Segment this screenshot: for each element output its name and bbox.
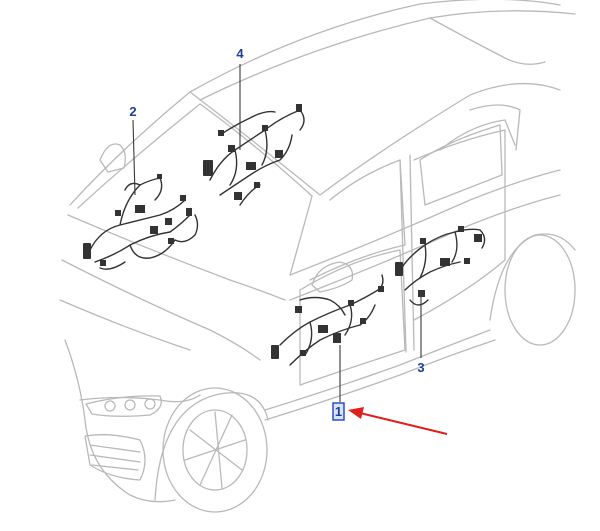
wiring-harness-2-instrument-panel: [89, 177, 199, 270]
leader-lines: [132, 64, 422, 402]
harness-1-connectors: [271, 286, 384, 359]
wiring-harness-3-rear-door: [399, 228, 486, 306]
red-arrow-icon: [348, 407, 448, 435]
harness-2-connectors: [83, 174, 192, 266]
car-body-outline: [59, 0, 576, 513]
callout-4: 4: [236, 46, 244, 61]
callout-3: 3: [417, 360, 424, 375]
harness-4-connectors: [203, 104, 302, 200]
callout-1-highlight-box: [332, 402, 345, 421]
callout-1: 1: [335, 404, 342, 419]
wiring-harness-4-roof: [209, 109, 305, 206]
wiring-harness-1-front-door: [279, 274, 384, 366]
callout-2: 2: [129, 104, 136, 119]
